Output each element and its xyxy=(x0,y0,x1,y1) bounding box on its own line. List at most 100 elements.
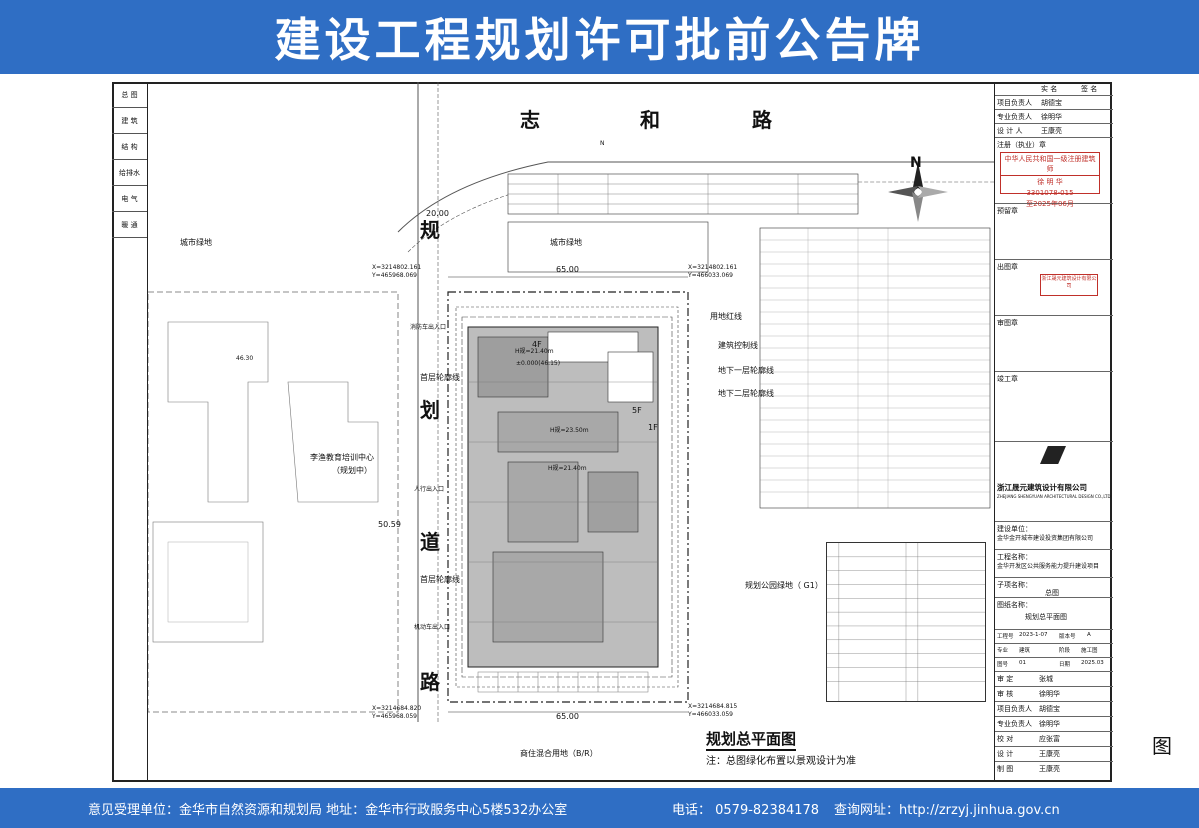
coord-sw-x: X=3214684.820 xyxy=(372,705,422,712)
stamp-no: 3301078-015 xyxy=(1026,189,1074,197)
road-north-char-1: 志 xyxy=(520,108,540,132)
tb-role: 设 计 人 xyxy=(997,127,1023,135)
tb-sub-row: 子项名称： 总图 xyxy=(995,578,1113,598)
tb-name: 王康亮 xyxy=(1041,127,1062,135)
neighbor-label: 李渔教育培训中心 xyxy=(310,453,374,462)
tb-role-row: 设 计 人 王康亮 xyxy=(995,124,1113,138)
tb-version: 版本号 xyxy=(1059,634,1076,640)
dim-width-bottom: 65.00 xyxy=(556,712,579,721)
tb-sign-name: 王康亮 xyxy=(1039,765,1060,773)
coord-sw-y: Y=465968.059 xyxy=(372,713,417,720)
tb-sign-role: 审 定 xyxy=(997,675,1014,683)
neighbor-elev: 46.30 xyxy=(236,355,254,362)
tb-version-val: A xyxy=(1087,632,1091,638)
plan-note: 注：总图绿化布置以景观设计为准 xyxy=(706,756,856,767)
company-logo-icon xyxy=(1040,446,1066,464)
floor-4f-label: 4F xyxy=(532,340,542,349)
tb-major-val: 建筑 xyxy=(1019,648,1031,654)
tb-role-row: 项目负责人 胡德宝 xyxy=(995,96,1113,110)
tb-role: 专业负责人 xyxy=(997,113,1032,121)
tb-sign-role: 制 图 xyxy=(997,765,1014,773)
tb-header-row: 实 名 签 名 xyxy=(995,82,1113,96)
pm0-label: ±0.000(46.15) xyxy=(516,360,561,367)
tb-sign-role: 校 对 xyxy=(997,735,1014,743)
label-b2-line: 地下二层轮廓线 xyxy=(718,389,774,398)
tb-sign-row: 专业负责人 徐明华 xyxy=(995,717,1113,732)
coord-ne-x: X=3214802.161 xyxy=(688,264,738,271)
tb-review-seal-row: 预留章 xyxy=(995,204,1113,260)
tb-construct-row: 建设单位： 金华金开城市建设投资集团有限公司 xyxy=(995,522,1113,550)
tb-project-row: 工程名称： 金华开发区公共服务能力提升建设项目 xyxy=(995,550,1113,578)
tb-name: 胡德宝 xyxy=(1041,99,1062,107)
tb-major: 专业 xyxy=(997,648,1009,654)
tu-label: 图 xyxy=(1152,734,1172,758)
dim-20: 20.00 xyxy=(426,209,449,218)
compass-n: N xyxy=(600,140,605,147)
footer-unit: 意见受理单位：金华市自然资源和规划局 地址：金华市行政服务中心5楼532办公室 xyxy=(88,803,568,818)
footer-site: 查询网址：http://zrzyj.jinhua.gov.cn xyxy=(834,803,1060,818)
tb-sign-row: 校 对 应张富 xyxy=(995,732,1113,747)
tb-stage: 阶段 xyxy=(1059,648,1071,654)
tb-drawing-row: 图纸名称： 规划总平面图 xyxy=(995,598,1113,630)
tb-role-row: 专业负责人 徐明华 xyxy=(995,110,1113,124)
tb-out-seal: 出图章 xyxy=(997,263,1018,271)
tb-eng-no: 工程号 xyxy=(997,634,1014,640)
tb-drawing-label: 图纸名称： xyxy=(997,601,1032,609)
tb-sign-row: 设 计 王康亮 xyxy=(995,747,1113,762)
tb-review-seal: 预留章 xyxy=(997,207,1018,215)
tb-register-title: 注册（执业）章 xyxy=(997,141,1046,149)
tb-complete-seal-row: 竣工章 xyxy=(995,372,1113,442)
tb-meta-row-2: 专业 建筑 阶段 施工图 xyxy=(995,644,1113,658)
tb-construct-unit: 金华金开城市建设投资集团有限公司 xyxy=(997,535,1094,542)
tb-sub-label: 子项名称： xyxy=(997,581,1032,589)
banner-title: 建设工程规划许可批前公告牌 xyxy=(274,13,925,67)
stamp-valid: 至2025年06月 xyxy=(1026,200,1074,208)
tb-sign-role: 设 计 xyxy=(997,750,1014,758)
tb-sub-name: 总图 xyxy=(1045,589,1059,597)
tb-register-row: 注册（执业）章 xyxy=(995,138,1113,204)
tb-pic-no: 图号 xyxy=(997,662,1009,668)
stamp-title: 中华人民共和国一级注册建筑师 xyxy=(1001,153,1099,176)
coord-nw-x: X=3214802.161 xyxy=(372,264,422,271)
green-north-label: 城市绿地 xyxy=(550,238,582,247)
label-motor-entry: 机动车出入口 xyxy=(414,624,451,631)
label-fire-entry: 消防车出入口 xyxy=(410,324,447,331)
strip-electric: 电 气 xyxy=(112,186,147,212)
label-first-floor-2: 首层轮廓线 xyxy=(420,575,460,584)
out-seal-stamp-text: 浙江晟元建筑设计有限公司 xyxy=(1041,276,1097,289)
tb-header-sign: 签 名 xyxy=(1081,85,1098,93)
road-west-char-4: 路 xyxy=(420,670,440,694)
footer-bar: 意见受理单位：金华市自然资源和规划局 地址：金华市行政服务中心5楼532办公室 … xyxy=(0,788,1199,828)
height-label-1: H规=21.40m xyxy=(515,348,554,355)
tb-stage-val: 施工图 xyxy=(1081,648,1098,654)
tb-sign-row: 制 图 王康亮 xyxy=(995,762,1113,777)
stamp-name: 徐 明 华 xyxy=(1037,178,1063,186)
title-block: 实 名 签 名 项目负责人 胡德宝 专业负责人 徐明华 设 计 人 王康亮 注册… xyxy=(994,82,1113,782)
tb-date-val: 2025.03 xyxy=(1081,660,1104,666)
road-west-char-1: 规 xyxy=(420,218,440,242)
tb-name: 徐明华 xyxy=(1041,113,1062,121)
coord-se-x: X=3214684.815 xyxy=(688,703,738,710)
neighbor-note: （规划中） xyxy=(332,466,372,475)
tb-company: 浙江晟元建筑设计有限公司 xyxy=(997,483,1087,492)
tb-sign-role: 审 核 xyxy=(997,690,1014,698)
floor-1f-label: 1F xyxy=(648,423,658,432)
south-land-label: 商住混合用地（B/R） xyxy=(520,749,598,758)
label-ped-entry: 人行出入口 xyxy=(414,486,445,493)
plan-title: 规划总平面图 xyxy=(706,728,797,751)
dim-width-top: 65.00 xyxy=(556,265,579,274)
strip-structure: 结 构 xyxy=(112,134,147,160)
road-west-char-2: 划 xyxy=(420,398,440,422)
left-discipline-strip: 总 图 建 筑 结 构 给排水 电 气 暖 通 xyxy=(112,82,148,782)
footer-phone: 电话： 0579-82384178 xyxy=(672,803,820,818)
height-label-3: H规=21.40m xyxy=(548,465,587,472)
tb-sign-row: 项目负责人 胡德宝 xyxy=(995,702,1113,717)
tb-sign-row: 审 核 徐明华 xyxy=(995,687,1113,702)
tb-company-en: ZHEJIANG SHENGYUAN ARCHITECTURAL DESIGN … xyxy=(997,494,1111,499)
tb-construct-label: 建设单位： xyxy=(997,525,1032,533)
tb-sign-name: 徐明华 xyxy=(1039,690,1060,698)
title-banner: 建设工程规划许可批前公告牌 xyxy=(0,0,1199,74)
green-west-label: 城市绿地 xyxy=(180,238,212,247)
tb-sign-name: 徐明华 xyxy=(1039,720,1060,728)
tb-sign-name: 应张富 xyxy=(1039,735,1060,743)
